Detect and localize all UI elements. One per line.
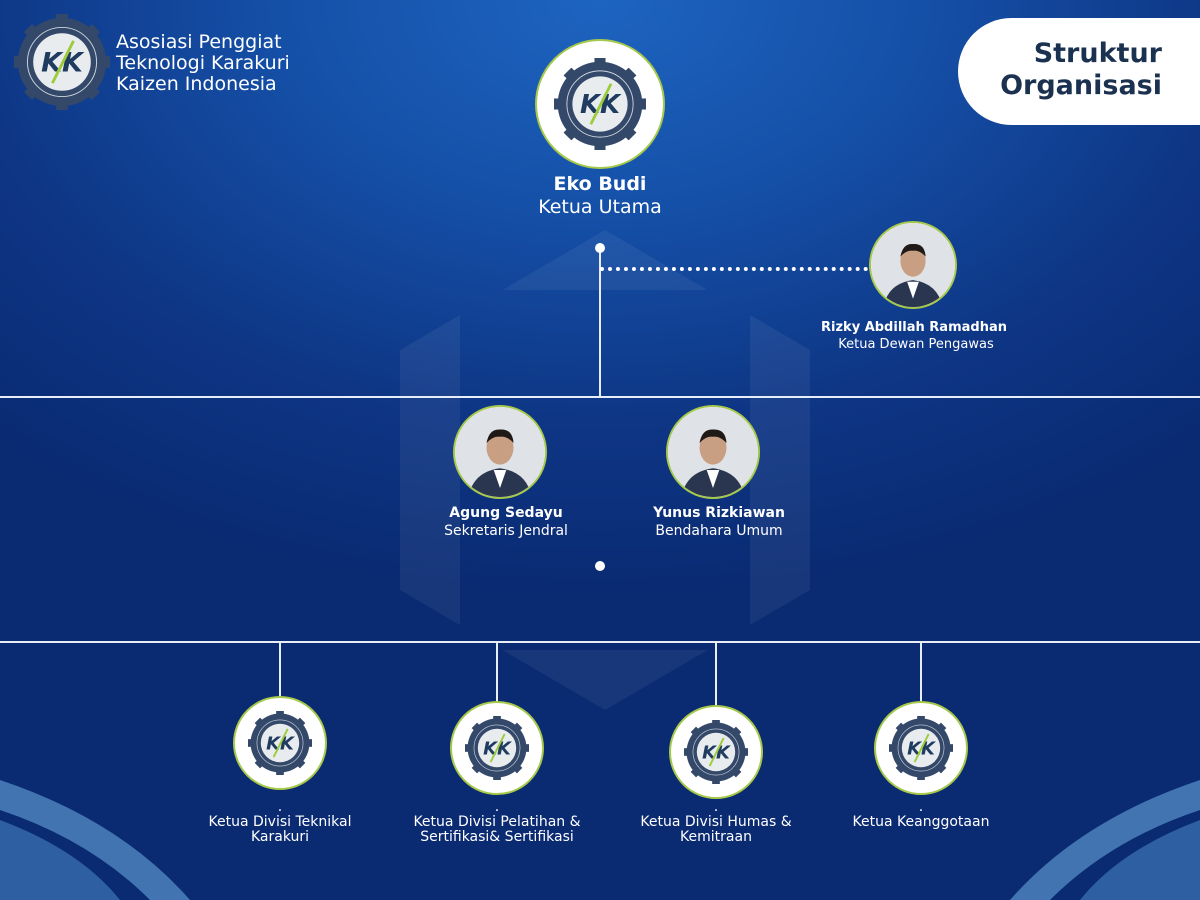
- decor-wave-right: [1010, 780, 1200, 900]
- secretary-avatar: [453, 405, 547, 499]
- division-label: . Ketua Divisi Teknikal Karakuri: [180, 800, 380, 845]
- org-seal-icon: [248, 711, 312, 775]
- division-title-line: Sertifikasi& Sertifikasi: [420, 829, 574, 845]
- decor-wave-left: [0, 820, 120, 900]
- division-avatar: [233, 696, 327, 790]
- org-name-line: Asosiasi Penggiat: [116, 31, 282, 53]
- treasurer-role: Bendahara Umum: [655, 523, 783, 539]
- connector-dotted: [600, 267, 868, 271]
- connector-vertical: [920, 642, 922, 702]
- connector-vertical: [279, 642, 281, 697]
- org-name: Asosiasi Penggiat Teknologi Karakuri Kai…: [116, 32, 336, 95]
- division-title-line: Ketua Divisi Pelatihan &: [413, 814, 581, 830]
- supervisor-avatar: [869, 221, 957, 309]
- division-dot: .: [494, 799, 500, 815]
- connector-vertical: [496, 642, 498, 702]
- connector-dot: [595, 561, 605, 571]
- division-dot: .: [277, 799, 283, 815]
- org-seal-icon: [684, 720, 748, 784]
- decor-wave-left: [0, 780, 190, 900]
- division-title-line: Karakuri: [250, 829, 310, 845]
- division-title-line: Kemitraan: [680, 829, 752, 845]
- division-avatar: [874, 701, 968, 795]
- division-label: . Ketua Divisi Humas & Kemitraan: [616, 800, 816, 845]
- chair-role: Ketua Utama: [538, 196, 662, 218]
- division-dot: .: [918, 799, 924, 815]
- org-seal-icon: [889, 716, 953, 780]
- supervisor-role: Ketua Dewan Pengawas: [838, 337, 994, 352]
- chair-name: Eko Budi: [553, 173, 647, 195]
- division-label: . Ketua Keanggotaan: [821, 800, 1021, 830]
- divider-line: [0, 641, 1200, 643]
- divider-line: [0, 396, 1200, 398]
- org-seal-icon: [554, 58, 646, 150]
- person-photo-icon: [871, 223, 955, 307]
- division-avatar: [669, 705, 763, 799]
- division-title-line: Ketua Divisi Humas &: [640, 814, 792, 830]
- division-dot: .: [713, 799, 719, 815]
- org-name-line: Kaizen Indonesia: [116, 73, 277, 95]
- division-label: . Ketua Divisi Pelatihan & Sertifikasi& …: [397, 800, 597, 845]
- supervisor-name: Rizky Abdillah Ramadhan: [821, 320, 1007, 335]
- treasurer-avatar: [666, 405, 760, 499]
- connector-dot: [595, 243, 605, 253]
- treasurer-name: Yunus Rizkiawan: [653, 505, 785, 521]
- chair-avatar: [535, 39, 665, 169]
- org-seal-icon: [465, 716, 529, 780]
- org-logo: [12, 12, 112, 112]
- division-title-line: Ketua Keanggotaan: [852, 814, 990, 830]
- connector-vertical: [599, 248, 601, 397]
- division-title-line: Ketua Divisi Teknikal: [208, 814, 352, 830]
- connector-vertical: [715, 642, 717, 706]
- org-name-line: Teknologi Karakuri: [116, 52, 290, 74]
- secretary-name: Agung Sedayu: [449, 505, 563, 521]
- division-avatar: [450, 701, 544, 795]
- person-photo-icon: [668, 407, 758, 497]
- decor-wave-right: [1080, 820, 1200, 900]
- person-photo-icon: [455, 407, 545, 497]
- secretary-role: Sekretaris Jendral: [444, 523, 568, 539]
